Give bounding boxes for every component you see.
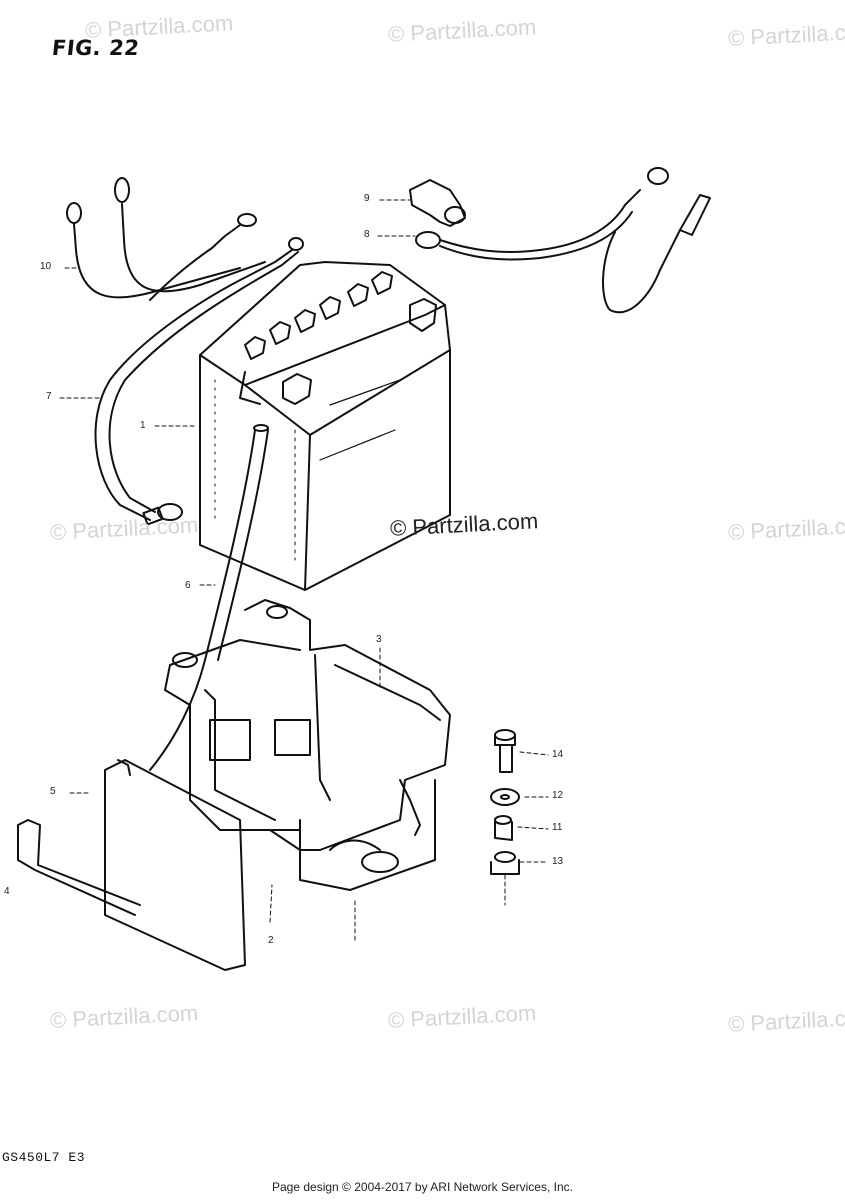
callout-label: 1	[140, 420, 146, 431]
spacer	[494, 815, 513, 841]
bolt	[494, 729, 516, 773]
breather-hose	[149, 424, 269, 771]
callout-label: 4	[4, 886, 10, 897]
callout-label: 7	[46, 391, 52, 402]
callout-label: 12	[552, 790, 564, 801]
callout-label: 3	[376, 634, 382, 645]
callout-label: 5	[50, 786, 56, 797]
lead-wires	[66, 177, 304, 526]
callout-label: 13	[552, 856, 564, 867]
battery-case	[164, 599, 451, 891]
battery	[199, 261, 451, 591]
callout-label: 2	[268, 935, 274, 946]
callout-label: 11	[552, 822, 563, 833]
washer	[490, 788, 520, 806]
cushion	[490, 851, 520, 875]
callout-label: 10	[40, 261, 52, 272]
callout-label: 14	[552, 749, 564, 760]
battery-plate	[104, 759, 246, 971]
page-footer: Page design © 2004-2017 by ARI Network S…	[271, 1180, 573, 1194]
leader-lines	[59, 199, 549, 941]
positive-lead	[415, 167, 711, 314]
terminal-cap	[409, 179, 466, 227]
battery-strap	[17, 819, 141, 916]
model-code: GS450L7 E3	[2, 1150, 86, 1165]
callout-label: 9	[364, 193, 370, 204]
callout-label: 6	[185, 580, 191, 591]
callout-label: 8	[364, 229, 370, 240]
